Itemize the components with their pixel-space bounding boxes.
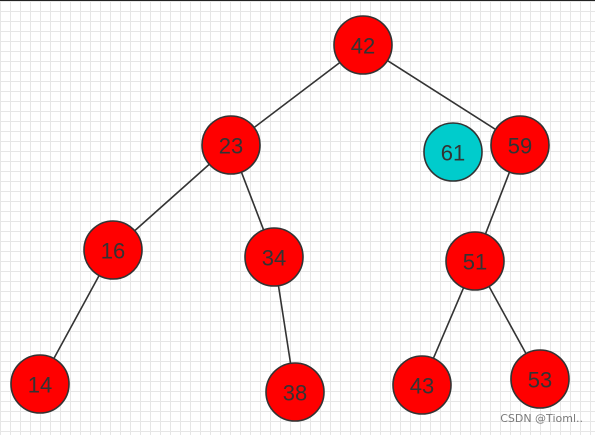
tree-node-42: 42 bbox=[333, 15, 393, 75]
node-circle bbox=[445, 231, 505, 291]
edge-23-34 bbox=[240, 171, 265, 231]
node-circle bbox=[244, 227, 304, 287]
tree-node-23: 23 bbox=[201, 115, 261, 175]
node-label: 51 bbox=[463, 250, 487, 275]
node-label: 43 bbox=[410, 374, 434, 399]
tree-node-14: 14 bbox=[10, 354, 70, 414]
node-label: 34 bbox=[262, 246, 286, 271]
tree-node-16: 16 bbox=[83, 220, 143, 280]
node-label: 23 bbox=[219, 134, 243, 159]
tree-node-61: 61 bbox=[423, 122, 483, 182]
node-label: 61 bbox=[441, 141, 465, 166]
node-label: 38 bbox=[283, 381, 307, 406]
node-circle bbox=[490, 115, 550, 175]
tree-node-59: 59 bbox=[490, 115, 550, 175]
tree-edges bbox=[53, 59, 527, 364]
node-circle bbox=[333, 15, 393, 75]
edge-51-53 bbox=[488, 286, 527, 354]
node-circle bbox=[201, 115, 261, 175]
node-label: 16 bbox=[101, 239, 125, 264]
tree-node-53: 53 bbox=[510, 349, 570, 409]
node-circle bbox=[265, 362, 325, 422]
watermark: CSDN @Tioml.. bbox=[500, 412, 583, 425]
node-circle bbox=[392, 355, 452, 415]
node-label: 14 bbox=[28, 373, 52, 398]
tree-node-38: 38 bbox=[265, 362, 325, 422]
edge-51-43 bbox=[432, 287, 465, 359]
edge-42-59 bbox=[387, 59, 496, 131]
node-circle bbox=[83, 220, 143, 280]
node-label: 42 bbox=[351, 34, 375, 59]
node-circle bbox=[423, 122, 483, 182]
node-circle bbox=[510, 349, 570, 409]
node-label: 59 bbox=[508, 134, 532, 159]
edge-59-51 bbox=[484, 171, 511, 235]
edge-23-16 bbox=[134, 163, 210, 232]
edge-34-38 bbox=[277, 285, 292, 364]
edge-16-14 bbox=[53, 275, 100, 359]
tree-nodes: 42 23 59 61 16 34 51 14 38 43 53 bbox=[10, 15, 570, 422]
tree-node-43: 43 bbox=[392, 355, 452, 415]
tree-node-34: 34 bbox=[244, 227, 304, 287]
tree-node-51: 51 bbox=[445, 231, 505, 291]
node-circle bbox=[10, 354, 70, 414]
edge-42-23 bbox=[253, 61, 341, 129]
node-label: 53 bbox=[528, 368, 552, 393]
